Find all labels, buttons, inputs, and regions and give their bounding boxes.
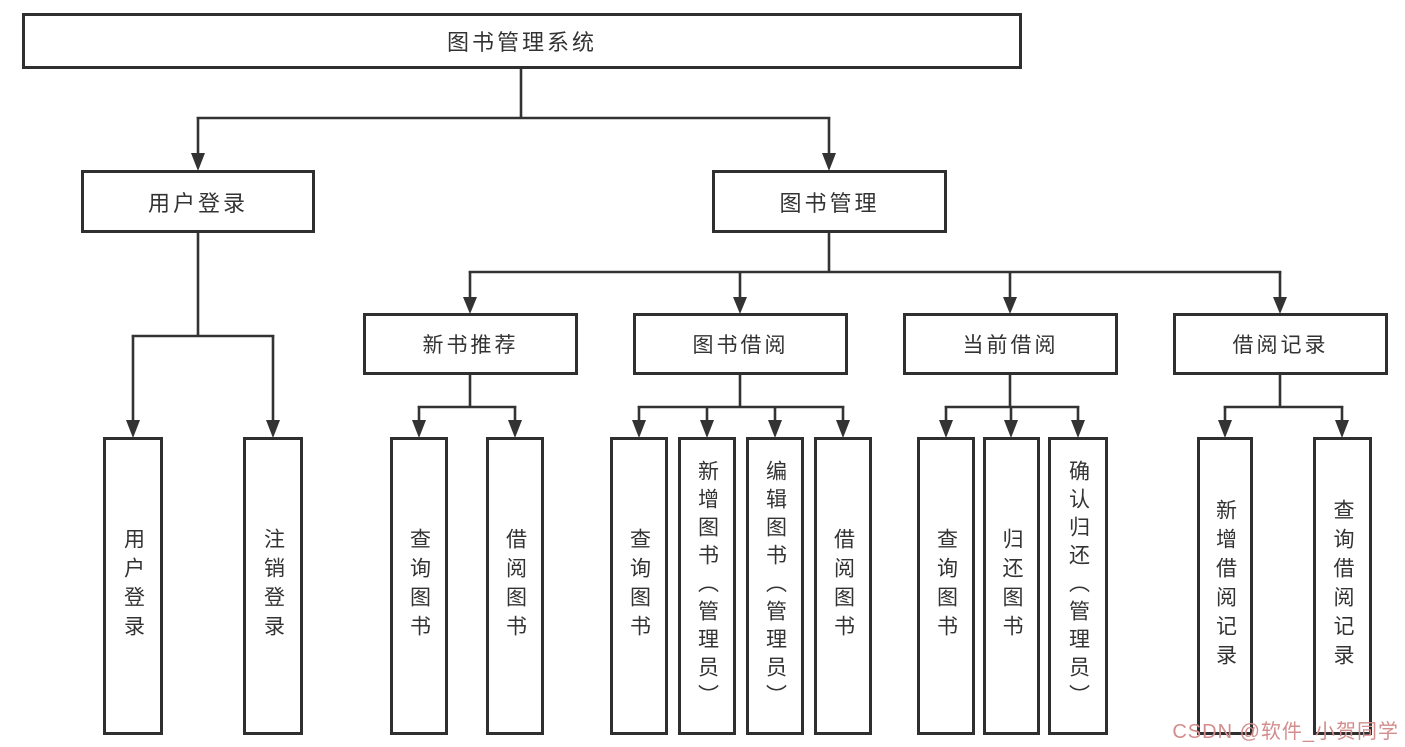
leaf-newbook-query-books: 查询图书 — [390, 437, 448, 735]
leaf-user-login: 用户登录 — [103, 437, 163, 735]
leaf-borrow-edit-books-admin: 编辑图书（管理员） — [746, 437, 804, 735]
node-library-management-system: 图书管理系统 — [22, 13, 1022, 69]
node-borrowing-records: 借阅记录 — [1173, 313, 1388, 375]
leaf-current-confirm-return-admin: 确认归还（管理员） — [1048, 437, 1108, 735]
leaf-label: 编辑图书（管理员） — [763, 460, 787, 712]
leaf-label: 新增图书（管理员） — [695, 460, 719, 712]
leaf-records-query-borrow-record: 查询借阅记录 — [1313, 437, 1372, 735]
arrowheads — [126, 153, 1349, 438]
leaf-borrow-borrow-books: 借阅图书 — [814, 437, 872, 735]
leaf-borrow-add-books-admin: 新增图书（管理员） — [678, 437, 736, 735]
leaf-current-query-books: 查询图书 — [917, 437, 975, 735]
node-book-management: 图书管理 — [712, 170, 947, 233]
leaf-label: 查询图书 — [627, 528, 651, 644]
leaf-label: 新增借阅记录 — [1213, 499, 1237, 673]
node-current-borrowing: 当前借阅 — [903, 313, 1118, 375]
leaf-logout: 注销登录 — [243, 437, 303, 735]
leaf-label: 借阅图书 — [503, 528, 527, 644]
leaf-newbook-borrow-books: 借阅图书 — [486, 437, 544, 735]
node-new-book-recommendation: 新书推荐 — [363, 313, 578, 375]
node-label: 借阅记录 — [1232, 334, 1329, 357]
leaf-label: 查询图书 — [407, 528, 431, 644]
node-label: 用户登录 — [147, 190, 248, 216]
leaf-current-return-books: 归还图书 — [983, 437, 1040, 735]
leaf-label: 借阅图书 — [831, 528, 855, 644]
node-label: 新书推荐 — [422, 334, 519, 357]
leaf-label: 查询图书 — [934, 528, 958, 644]
leaf-records-add-borrow-record: 新增借阅记录 — [1197, 437, 1253, 735]
leaf-label: 用户登录 — [121, 528, 145, 644]
leaf-label: 归还图书 — [1000, 528, 1023, 644]
leaf-label: 注销登录 — [261, 528, 285, 644]
node-user-login: 用户登录 — [81, 170, 315, 233]
leaf-label: 查询借阅记录 — [1331, 499, 1354, 673]
node-label: 图书管理 — [779, 190, 880, 216]
node-label: 当前借阅 — [962, 334, 1059, 357]
node-label: 图书管理系统 — [446, 30, 597, 55]
leaf-borrow-query-books: 查询图书 — [610, 437, 668, 735]
leaf-label: 确认归还（管理员） — [1066, 460, 1090, 712]
node-label: 图书借阅 — [692, 334, 789, 357]
csdn-watermark: CSDN @软件_小贺同学 — [1172, 721, 1399, 743]
node-book-borrowing: 图书借阅 — [633, 313, 848, 375]
